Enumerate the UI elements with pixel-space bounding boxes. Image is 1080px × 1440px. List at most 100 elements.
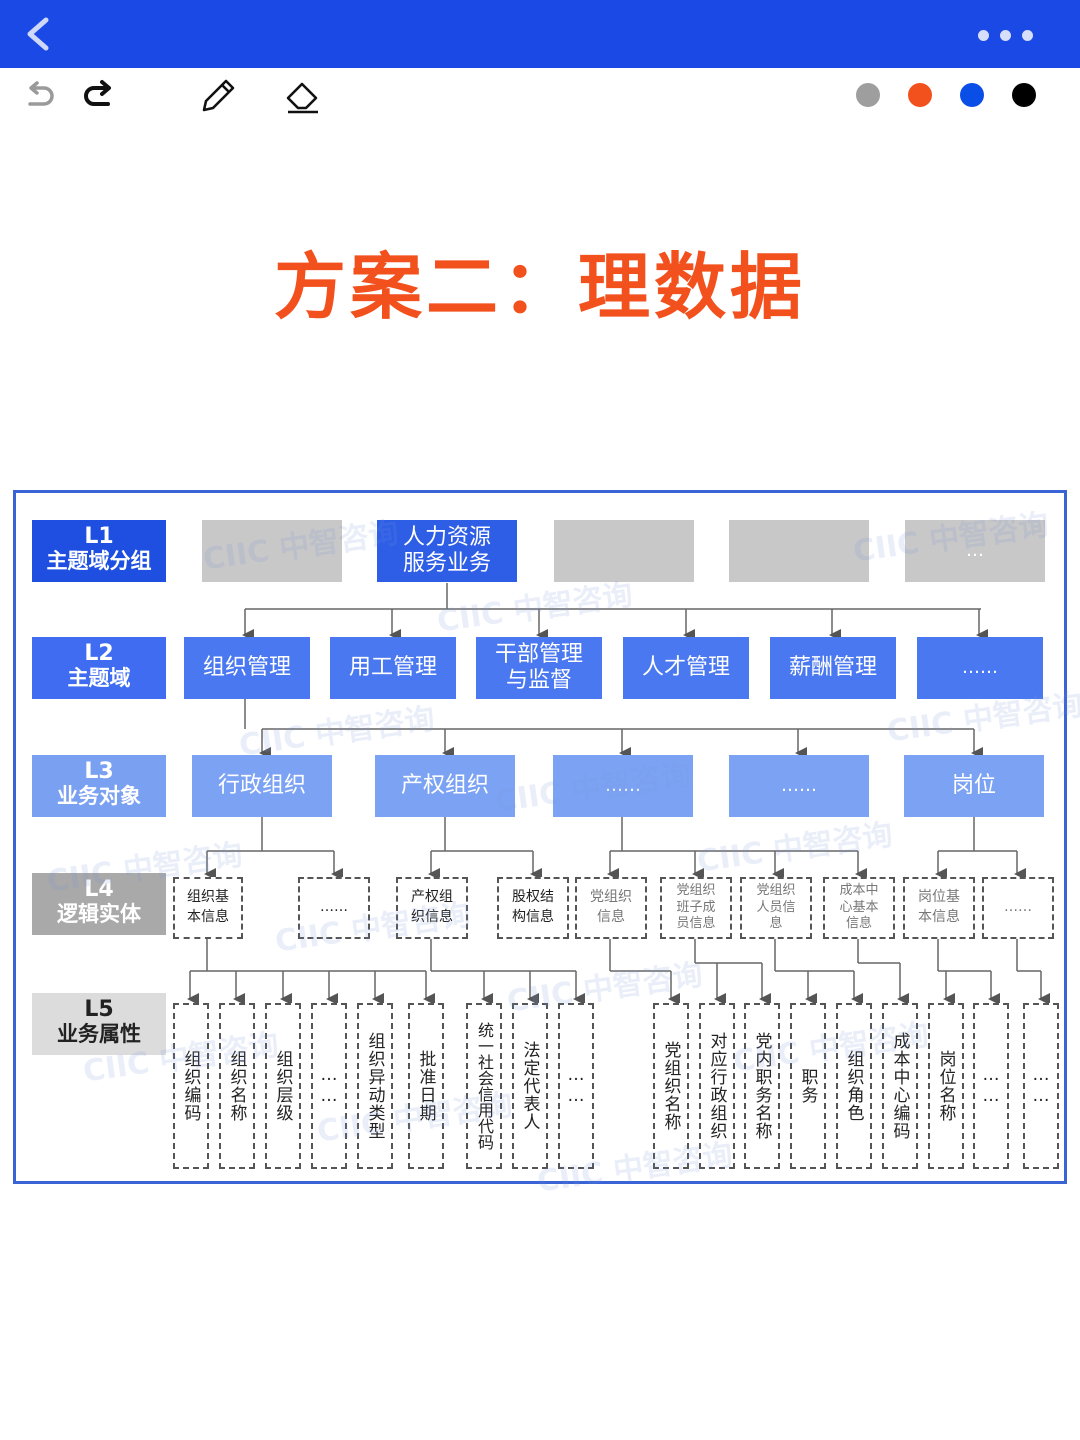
color-swatch-black[interactable] [1012,83,1036,107]
color-swatch-orange[interactable] [908,83,932,107]
l4-entity-label: 组织基 本信息 [187,889,229,925]
l5-attribute-box: …… [973,1003,1009,1169]
connector-lines [187,583,1050,1005]
l2-node-label: 人才管理 [641,654,730,680]
l5-attribute-label: …… [981,1065,1001,1107]
level-name: 逻辑实体 [57,902,141,927]
l4-entity-label: 股权结 构信息 [512,889,554,925]
l5-attribute-label: 成本中心编码 [889,1032,910,1140]
l1-node-line: 人力资源 [402,524,491,550]
l5-attribute-label: …… [1031,1065,1051,1107]
color-swatch-blue[interactable] [960,83,984,107]
level-label-l1: L1 主题域分组 [32,520,166,582]
l1-placeholder-box [729,520,869,582]
l5-attribute-box: 组织名称 [219,1003,255,1169]
level-label-l3: L3 业务对象 [32,755,166,817]
pencil-icon [202,79,235,112]
back-icon [27,17,49,51]
l5-attribute-box: 成本中心编码 [882,1003,918,1169]
l4-entity-box: 产权组 织信息 [396,877,468,939]
l5-attribute-label: 统一社会信用代码 [475,1022,494,1150]
l5-attribute-label: 组织名称 [226,1050,247,1122]
l3-node: …… [553,755,693,817]
undo-icon [28,81,54,106]
l2-node: 干部管理 与监督 [476,637,602,699]
l2-node: 组织管理 [184,637,310,699]
l2-node-label: …… [962,657,998,679]
l3-node: 岗位 [904,755,1044,817]
undo-button[interactable] [20,76,60,116]
l2-node-label: 组织管理 [202,654,291,680]
l5-attribute-box: 组织角色 [836,1003,872,1169]
l1-placeholder-box [202,520,342,582]
level-code: L3 [84,759,114,784]
l5-attribute-label: 岗位名称 [935,1050,956,1122]
l3-node: 产权组织 [375,755,515,817]
l5-attribute-box: 组织异动类型 [357,1003,393,1169]
l2-node-label: 干部管理 与监督 [494,641,583,693]
l4-entity-label: 党组织 信息 [590,889,632,925]
l5-attribute-box: 岗位名称 [928,1003,964,1169]
l2-node: 用工管理 [330,637,456,699]
l5-attribute-label: 组织异动类型 [364,1032,385,1140]
l5-attribute-box: 批准日期 [408,1003,444,1169]
l4-entity-box: 党组织 班子成 员信息 [660,877,732,939]
l4-entity-box: …… [298,877,370,939]
l5-attribute-label: 职务 [797,1068,818,1104]
level-label-l4: L4 逻辑实体 [32,873,166,935]
l5-attribute-box: 职务 [790,1003,826,1169]
l5-attribute-label: 组织层级 [272,1050,293,1122]
back-button[interactable] [18,14,58,54]
l5-attribute-box: 对应行政组织 [699,1003,735,1169]
l3-node: …… [729,755,869,817]
more-button[interactable] [970,24,1042,46]
redo-button[interactable] [78,76,118,116]
l4-entity-label: 岗位基 本信息 [918,889,960,925]
level-code: L1 [84,524,114,549]
l5-attribute-label: 法定代表人 [519,1041,540,1131]
pencil-button[interactable] [198,76,238,116]
page-title: 方案二：理数据 [273,245,806,329]
l5-attribute-box: 法定代表人 [512,1003,548,1169]
l3-node-label: 行政组织 [217,772,306,798]
l2-node: 薪酬管理 [770,637,896,699]
l5-attribute-box: …… [1023,1003,1059,1169]
l3-node-label: …… [781,775,817,797]
l5-attribute-box: 组织编码 [173,1003,209,1169]
l5-attribute-label: …… [319,1065,339,1107]
l5-attribute-label: 党内职务名称 [751,1032,772,1140]
l5-attribute-box: …… [311,1003,347,1169]
l5-attribute-box: 党内职务名称 [744,1003,780,1169]
l5-attribute-label: …… [566,1065,586,1107]
l2-node-label: 用工管理 [348,654,437,680]
level-name: 主题域分组 [46,549,152,574]
l4-entity-label: 产权组 织信息 [411,889,453,925]
l5-attribute-label: 对应行政组织 [706,1032,727,1140]
hierarchy-diagram: L1 主题域分组 L2 主题域 L3 业务对象 L4 逻辑实体 L5 业务属性 … [13,490,1080,1199]
l4-entity-label: 党组织 人员信 息 [756,882,796,932]
l4-entity-label: 成本中 心基本 信息 [839,882,879,932]
color-swatch-gray[interactable] [856,83,880,107]
l3-node-label: …… [605,775,641,797]
eraser-button[interactable] [282,76,322,116]
top-bar [0,0,1080,68]
l4-entity-label: …… [1004,899,1032,916]
l4-entity-box: 股权结 构信息 [497,877,569,939]
l2-node: …… [917,637,1043,699]
l3-node-label: 产权组织 [400,772,489,798]
l1-placeholder-box [554,520,694,582]
level-label-l5: L5 业务属性 [32,993,166,1055]
level-label-l2: L2 主题域 [32,637,166,699]
l5-attribute-box: …… [558,1003,594,1169]
l5-attribute-box: 组织层级 [265,1003,301,1169]
level-code: L5 [84,997,114,1022]
l4-entity-box: 岗位基 本信息 [903,877,975,939]
level-name: 主题域 [67,666,131,691]
l3-node: 行政组织 [192,755,332,817]
l1-more-text: … [966,540,984,562]
l4-entity-box: 组织基 本信息 [173,877,243,939]
l4-entity-box: 党组织 人员信 息 [740,877,812,939]
l1-node-line: 服务业务 [402,551,491,576]
level-code: L4 [84,877,114,902]
l4-entity-label: 党组织 班子成 员信息 [676,882,716,932]
